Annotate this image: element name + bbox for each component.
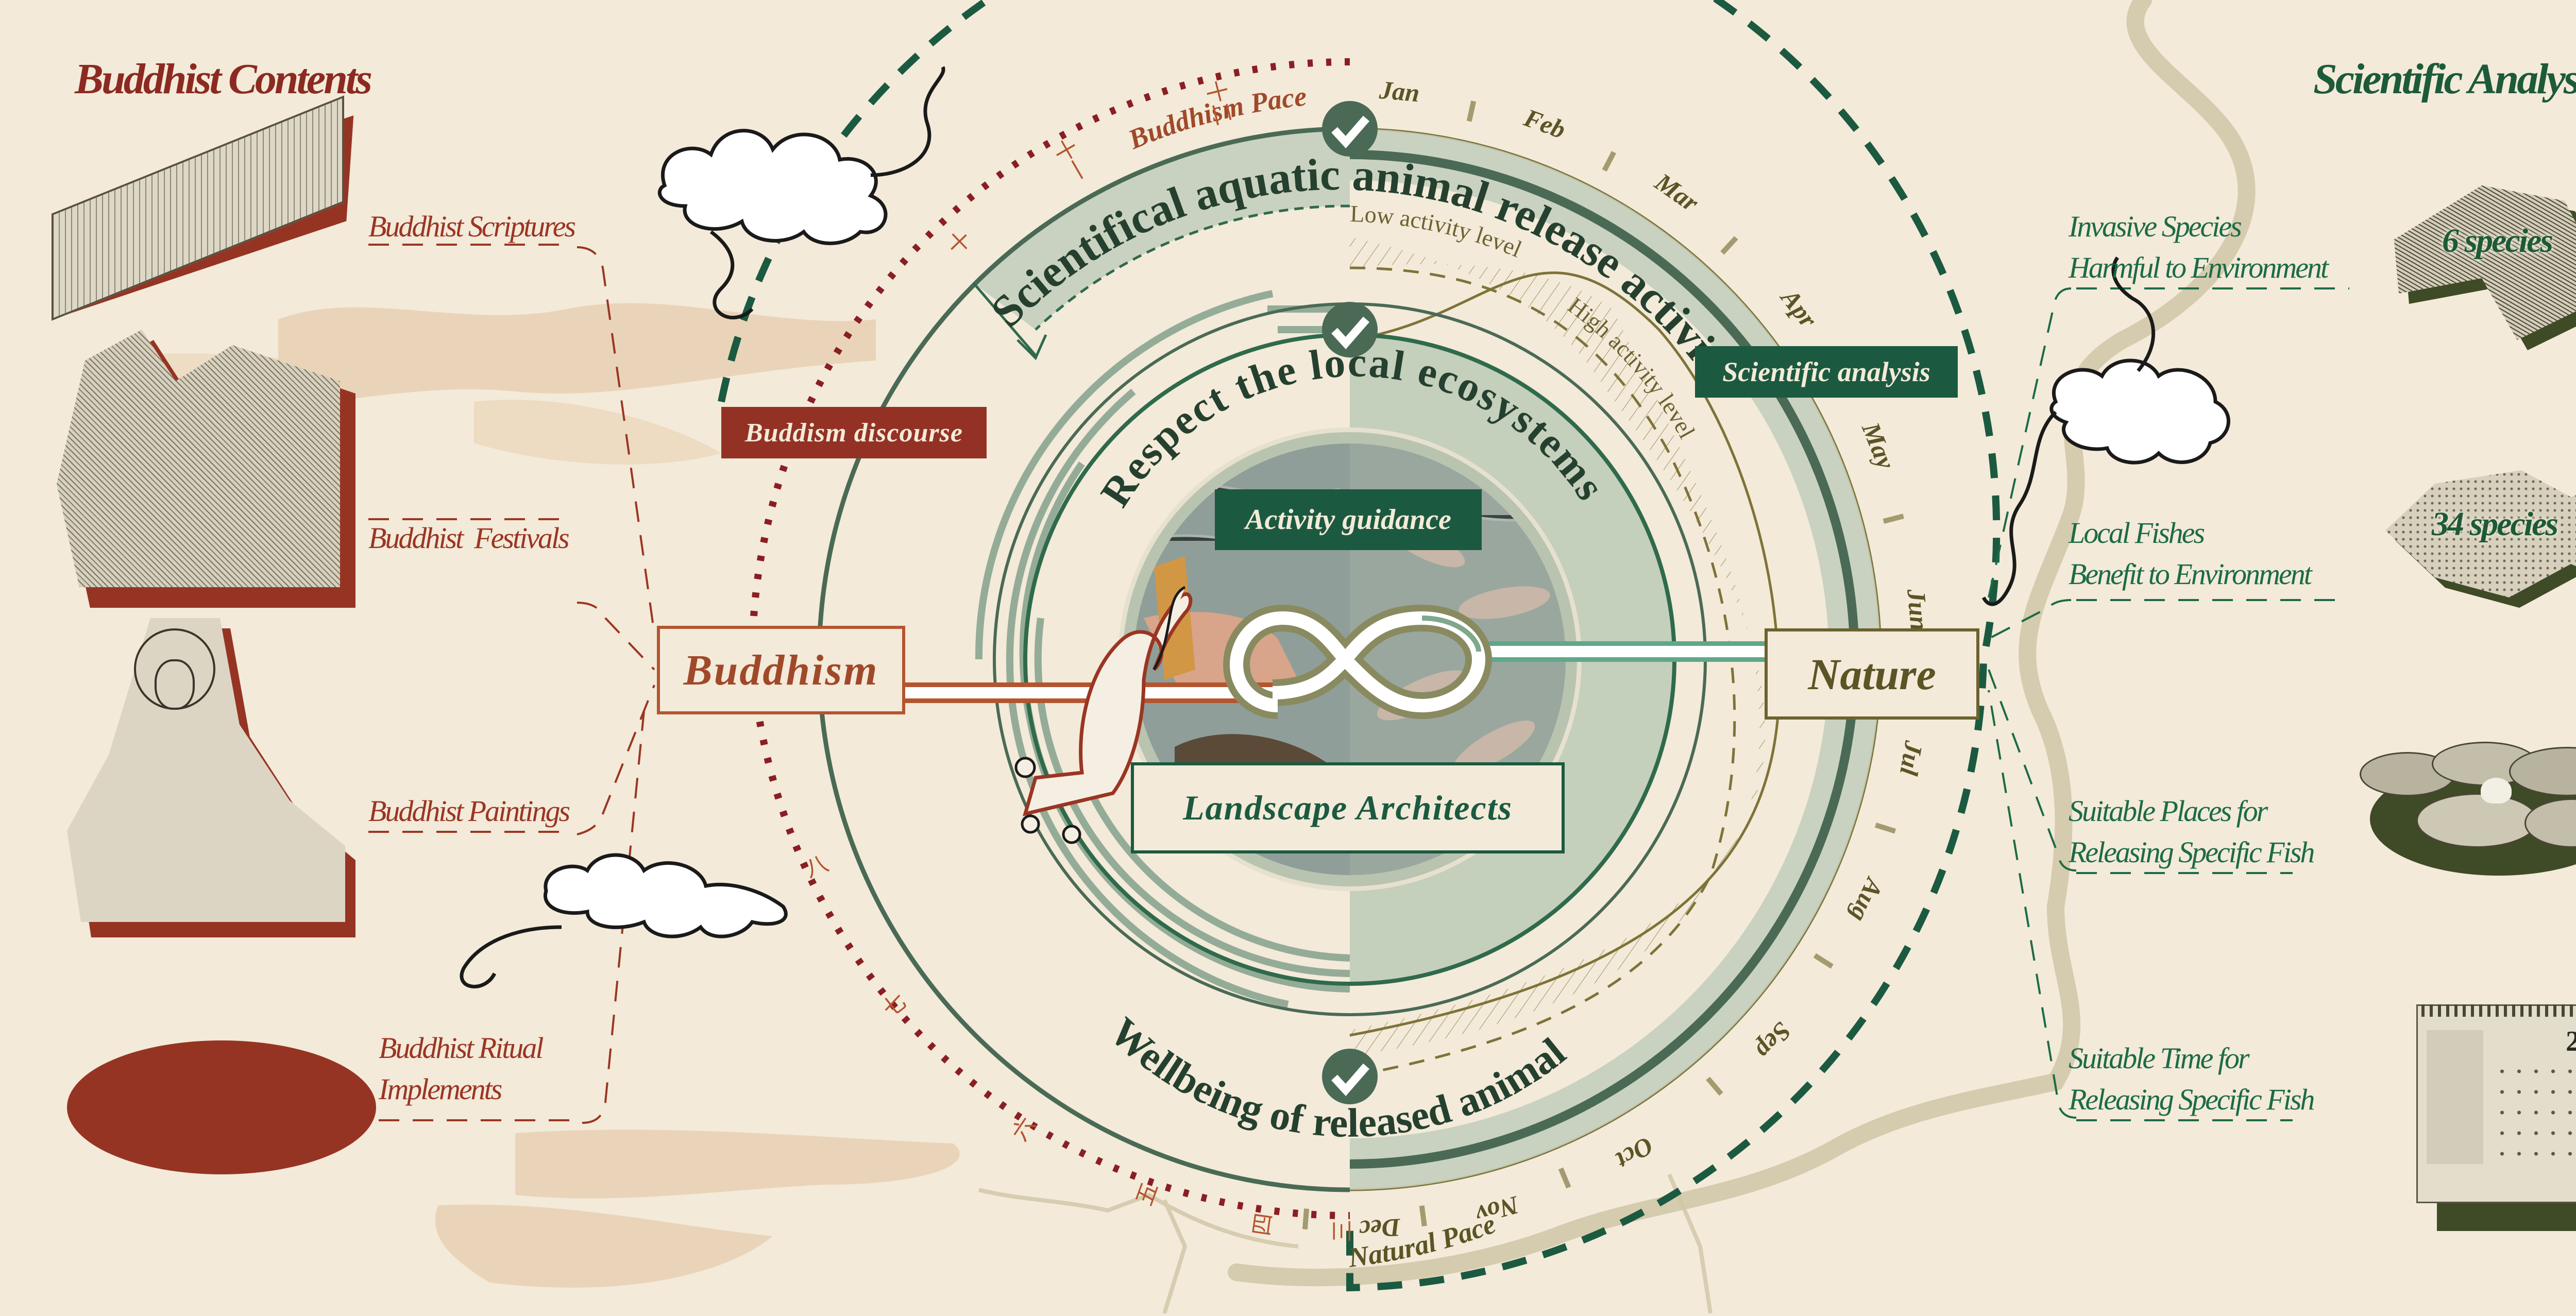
scripture-book-icon bbox=[41, 95, 371, 321]
label-line: Harmful to Environment bbox=[2069, 251, 2329, 284]
invasive-turtle-icon bbox=[2365, 170, 2576, 366]
month-tick bbox=[1720, 236, 1738, 255]
buddhism-node[interactable]: Buddhism bbox=[657, 626, 905, 714]
label-line: Releasing Specific Fish bbox=[2069, 1083, 2315, 1116]
cloud-ornament-right bbox=[1981, 257, 2230, 606]
check-badge-top bbox=[1322, 101, 1378, 157]
invasive-species-count: 6 species bbox=[2442, 222, 2553, 260]
activity-band-left bbox=[974, 128, 1350, 330]
label-line: Buddhist Ritual bbox=[379, 1031, 544, 1065]
month-label-oct: Oct bbox=[1611, 1131, 1658, 1175]
scientific-analysis-title: Scientific Analysis bbox=[2313, 55, 2576, 103]
month-label-jul: Jul bbox=[1894, 739, 1929, 778]
label-buddhist-ritual-implements: Buddhist Ritual Implements bbox=[379, 1028, 544, 1110]
month-label-nov: Nov bbox=[1472, 1190, 1522, 1229]
label-line: Releasing Specific Fish bbox=[2069, 835, 2315, 869]
left-connectors bbox=[368, 244, 655, 1124]
activity-curve bbox=[1349, 271, 1780, 1037]
month-label-feb: Feb bbox=[1520, 102, 1569, 144]
carp-fish-icon bbox=[2380, 453, 2576, 618]
check-badge-middle bbox=[1322, 302, 1378, 357]
lunar-month-label: 六 bbox=[1007, 1113, 1041, 1146]
band-arrow bbox=[973, 282, 1037, 356]
activity-threshold-dashed bbox=[1349, 266, 1736, 1078]
month-tick bbox=[1466, 100, 1477, 122]
month-label-dec: Dec bbox=[1358, 1213, 1401, 1244]
desk-calendar-icon: 2 bbox=[2411, 994, 2576, 1236]
cloud-ornament-bottom-left bbox=[460, 853, 788, 988]
label-line: Invasive Species bbox=[2069, 210, 2242, 243]
label-line: Implements bbox=[379, 1072, 502, 1106]
lunar-month-label: 八 bbox=[801, 850, 832, 883]
cloud-ornament-top bbox=[658, 66, 945, 320]
activity-guidance-tag: Activity guidance bbox=[1215, 489, 1482, 550]
month-tick bbox=[1706, 1076, 1723, 1096]
month-label-jun: Jun bbox=[1902, 587, 1934, 631]
scientific-analysis-tag: Scientific analysis bbox=[1695, 346, 1958, 398]
month-tick bbox=[1602, 151, 1616, 172]
buddha-painting-icon bbox=[62, 618, 361, 937]
outer-dashed-circle bbox=[718, 0, 2001, 1292]
month-tick bbox=[1302, 1208, 1310, 1229]
month-label-may: May bbox=[1856, 418, 1901, 473]
mudra-hand-icon bbox=[1014, 586, 1193, 844]
label-line: Benefit to Environment bbox=[2069, 557, 2312, 591]
lotus-pond-icon bbox=[2354, 721, 2576, 891]
month-label-aug: Aug bbox=[1844, 873, 1890, 926]
calendar-month-number: 2 bbox=[2566, 1026, 2576, 1057]
month-label-jan: Jan bbox=[1378, 75, 1420, 108]
label-suitable-time: Suitable Time for Releasing Specific Fis… bbox=[2069, 1038, 2315, 1120]
buddhist-contents-title: Buddhist Contents bbox=[75, 55, 372, 103]
label-line: Suitable Places for bbox=[2069, 794, 2268, 828]
month-label-sep: Sep bbox=[1750, 1017, 1798, 1065]
label-local-fishes: Local Fishes Benefit to Environment bbox=[2069, 512, 2312, 595]
month-tick bbox=[1419, 1205, 1427, 1227]
right-connectors bbox=[1988, 287, 2349, 1121]
infinity-knot-icon bbox=[1223, 604, 1493, 720]
label-buddhist-festivals: Buddhist Festivals bbox=[368, 521, 570, 555]
background-map-lines bbox=[978, 1173, 1713, 1314]
label-line: Local Fishes bbox=[2069, 516, 2205, 550]
label-invasive-species: Invasive Species Harmful to Environment bbox=[2069, 206, 2329, 288]
label-line: Suitable Time for bbox=[2069, 1041, 2250, 1075]
lunar-month-label: 十一 bbox=[1047, 134, 1093, 187]
festival-woodcut-icon bbox=[52, 319, 355, 608]
label-buddhist-scriptures: Buddhist Scriptures bbox=[368, 210, 576, 243]
band-dashed-edge bbox=[1035, 204, 1350, 331]
label-buddhist-paintings: Buddhist Paintings bbox=[368, 794, 570, 828]
nature-node[interactable]: Nature bbox=[1765, 628, 1979, 720]
month-tick bbox=[1874, 822, 1896, 834]
lunar-month-label: 五 bbox=[1131, 1179, 1163, 1209]
month-tick bbox=[1883, 514, 1904, 524]
landscape-architects-node[interactable]: Landscape Architects bbox=[1131, 762, 1565, 853]
month-label-apr: Apr bbox=[1774, 282, 1823, 333]
month-label-mar: Mar bbox=[1650, 167, 1704, 217]
local-fish-count: 34 species bbox=[2432, 505, 2558, 543]
lunar-month-label: 三 bbox=[1329, 1220, 1355, 1242]
month-tick bbox=[1813, 953, 1834, 969]
label-suitable-places: Suitable Places for Releasing Specific F… bbox=[2069, 791, 2315, 873]
buddhism-discourse-tag: Buddism discourse bbox=[721, 407, 987, 458]
check-badge-bottom bbox=[1322, 1049, 1378, 1104]
lunar-month-label: 十 bbox=[941, 226, 975, 260]
month-tick bbox=[1558, 1167, 1571, 1189]
prayer-beads-icon bbox=[57, 1010, 407, 1180]
lunar-month-label: 四 bbox=[1248, 1211, 1278, 1238]
